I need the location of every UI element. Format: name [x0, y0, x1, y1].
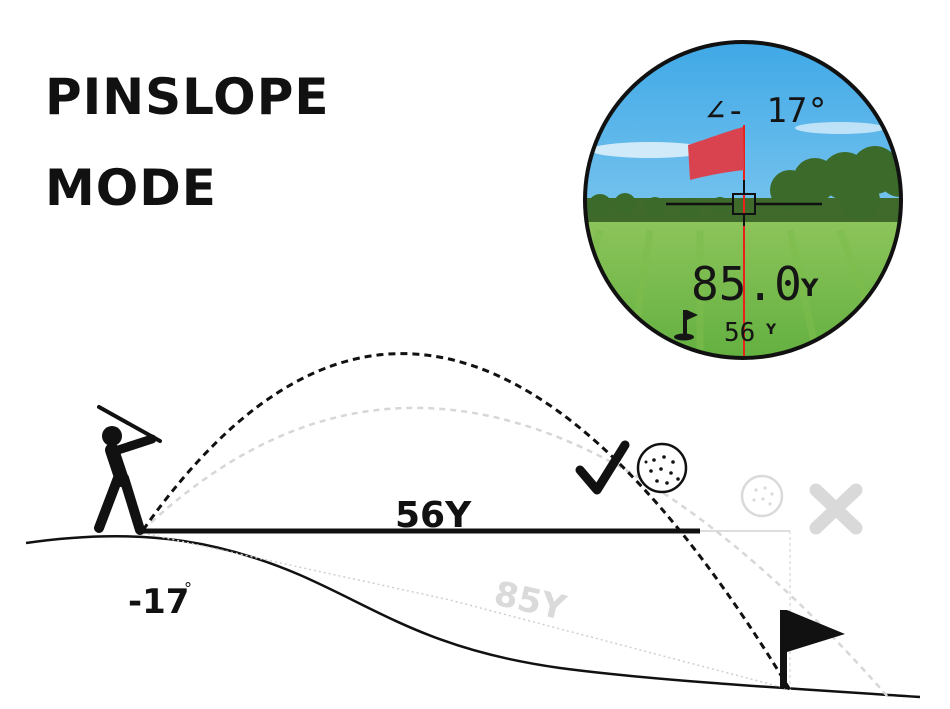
slope-label: -17 — [128, 582, 189, 622]
distance-unit: Y — [800, 274, 819, 302]
horizontal-distance-label: 56Y — [395, 495, 472, 536]
title-line-2: MODE — [45, 159, 217, 217]
overshoot-trajectory — [143, 408, 888, 697]
cross-icon — [816, 490, 856, 528]
actual-distance-label: 85Y — [490, 574, 569, 629]
title-line-1: PINSLOPE — [45, 68, 330, 126]
slope-degree-symbol: ° — [184, 579, 192, 598]
golf-ball-missed-icon — [742, 476, 782, 516]
golf-ball-icon — [638, 444, 686, 492]
adjusted-distance-display: 56 — [724, 318, 755, 348]
check-icon — [580, 445, 625, 490]
golfer-icon — [99, 407, 160, 530]
actual-distance-line — [143, 533, 785, 688]
rangefinder-viewfinder: ∠- 17° 85.0 Y 56 Y — [560, 40, 922, 372]
adjusted-distance-unit: Y — [765, 322, 777, 338]
distance-display: 85.0 — [691, 257, 802, 311]
slope-display: ∠- 17° — [705, 91, 828, 131]
